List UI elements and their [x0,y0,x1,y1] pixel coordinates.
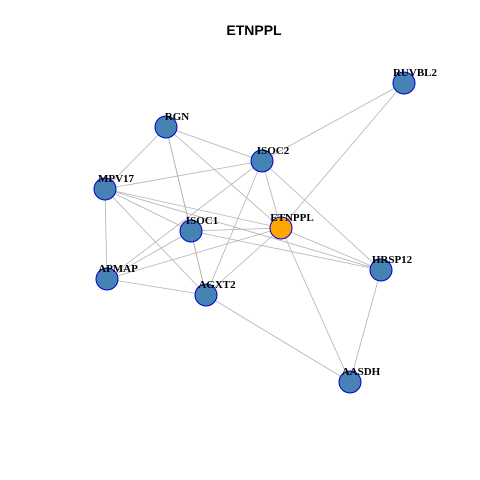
edge-isoc2-hrsp12 [261,160,382,271]
node-apmap: APMAP [95,263,138,291]
node-circle [269,216,293,240]
edge-mpv17-etnppl [104,188,282,229]
edge-hrsp12-aasdh [349,269,382,383]
node-label: AASDH [342,366,381,378]
edge-mpv17-apmap [104,188,108,280]
edge-mpv17-agxt2 [104,188,207,296]
node-ruvbl2: RUVBL2 [392,67,438,95]
node-circle [194,283,218,307]
node-label: ETNPPL [270,212,313,224]
edge-ruvbl2-isoc2 [261,82,405,162]
node-circle [95,267,119,291]
edge-etnppl-hrsp12 [280,227,382,271]
edge-rgn-etnppl [165,126,282,229]
node-circle [369,258,393,282]
node-circle [250,149,274,173]
node-label: RGN [165,111,190,123]
node-label: RUVBL2 [393,67,438,79]
edge-isoc2-mpv17 [104,160,263,190]
node-hrsp12: HRSP12 [369,254,413,282]
node-label: ISOC1 [186,215,218,227]
edge-rgn-isoc2 [165,126,263,162]
node-agxt2: AGXT2 [194,279,236,307]
edge-apmap-agxt2 [106,278,207,296]
node-circle [392,71,416,95]
edge-etnppl-agxt2 [205,227,282,296]
edge-etnppl-aasdh [280,227,351,383]
node-label: APMAP [98,263,138,275]
edge-isoc1-hrsp12 [190,230,382,271]
node-mpv17: MPV17 [93,173,135,201]
edge-agxt2-aasdh [205,294,351,383]
node-circle [179,219,203,243]
node-label: MPV17 [98,173,135,185]
node-etnppl: ETNPPL [269,212,314,240]
edge-isoc1-etnppl [190,227,282,232]
node-label: ISOC2 [257,145,290,157]
edge-isoc2-apmap [106,160,263,280]
edge-isoc2-agxt2 [205,160,263,296]
node-isoc2: ISOC2 [250,145,290,173]
edge-isoc2-etnppl [261,160,282,229]
edge-mpv17-isoc1 [104,188,192,232]
graph-title: ETNPPL [226,22,282,38]
node-aasdh: AASDH [338,366,381,394]
node-rgn: RGN [154,111,190,139]
node-isoc1: ISOC1 [179,215,218,243]
edge-ruvbl2-etnppl [280,82,405,229]
node-circle [154,115,178,139]
node-circle [93,177,117,201]
node-label: HRSP12 [372,254,413,266]
node-circle [338,370,362,394]
edge-etnppl-apmap [106,227,282,280]
edge-layer [104,82,405,383]
node-label: AGXT2 [198,279,236,291]
edge-rgn-mpv17 [104,126,167,190]
edge-isoc1-apmap [106,230,192,280]
